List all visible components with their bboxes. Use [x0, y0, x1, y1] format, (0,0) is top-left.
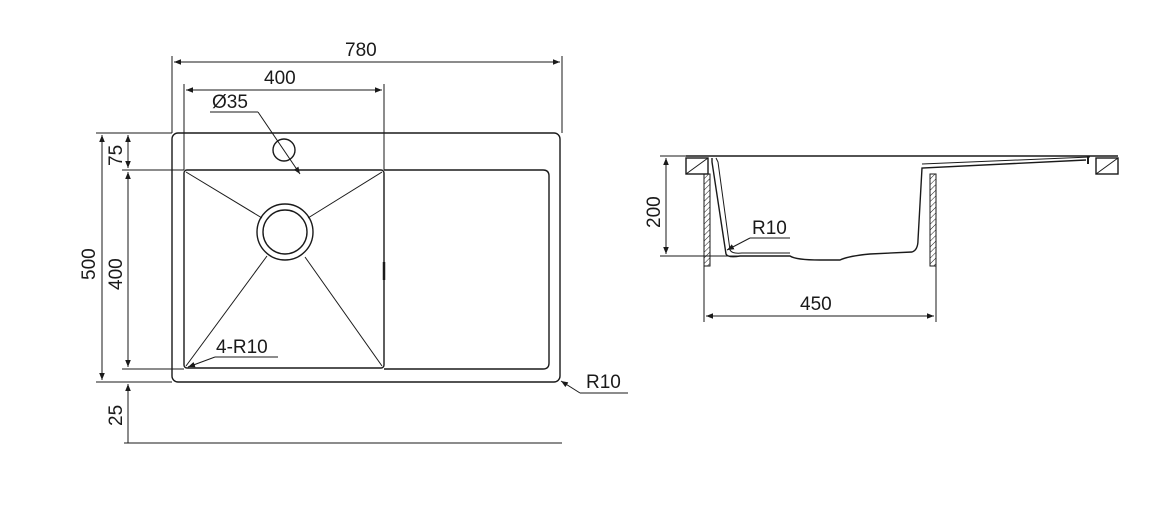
bowl-outline	[183, 169, 385, 369]
dim-label-25: 25	[106, 405, 127, 426]
rim-block-left	[685, 157, 709, 175]
sink-outline	[171, 132, 561, 383]
tap-hole	[272, 138, 296, 162]
side-view: 200 R10 450	[644, 155, 1119, 322]
dim-label-75: 75	[106, 145, 127, 166]
inner-radius-leader-diag	[187, 356, 216, 368]
rim-block-right-diag	[1095, 157, 1119, 175]
outer-radius-label: R10	[586, 372, 621, 393]
slope-line-tl	[185, 171, 263, 219]
side-radius-label: R10	[752, 218, 787, 239]
rim-block-left-diag	[685, 157, 709, 175]
side-radius-leader-diag	[726, 237, 751, 251]
wall-hatch-left	[703, 173, 711, 267]
dim-label-400-top: 400	[264, 68, 296, 89]
bowl-profile-inner	[715, 157, 790, 254]
top-view: Ø35 780 400 500 75 400 25 4-R10	[79, 40, 628, 444]
dim-label-500: 500	[79, 248, 100, 280]
inner-radius-label: 4-R10	[216, 337, 268, 358]
outer-radius-leader-diag	[560, 380, 581, 394]
rim-block-right	[1095, 157, 1119, 175]
slope-line-tr	[307, 171, 383, 219]
dim-label-780: 780	[345, 40, 377, 61]
wall-hatch-right	[929, 173, 937, 267]
dim-label-450: 450	[800, 294, 832, 315]
tap-hole-leader-diag	[257, 111, 301, 175]
drain-inner	[262, 209, 308, 255]
slope-line-bl	[185, 255, 268, 367]
drainboard-slope	[921, 156, 1091, 165]
bowl-profile	[711, 158, 1087, 261]
tap-hole-dimension: Ø35	[212, 92, 248, 113]
dim-label-200: 200	[644, 196, 665, 228]
dim-label-400-left: 400	[106, 258, 127, 290]
drainboard-outline	[384, 169, 550, 370]
drain-outer	[256, 203, 314, 261]
slope-line-br	[304, 256, 383, 367]
